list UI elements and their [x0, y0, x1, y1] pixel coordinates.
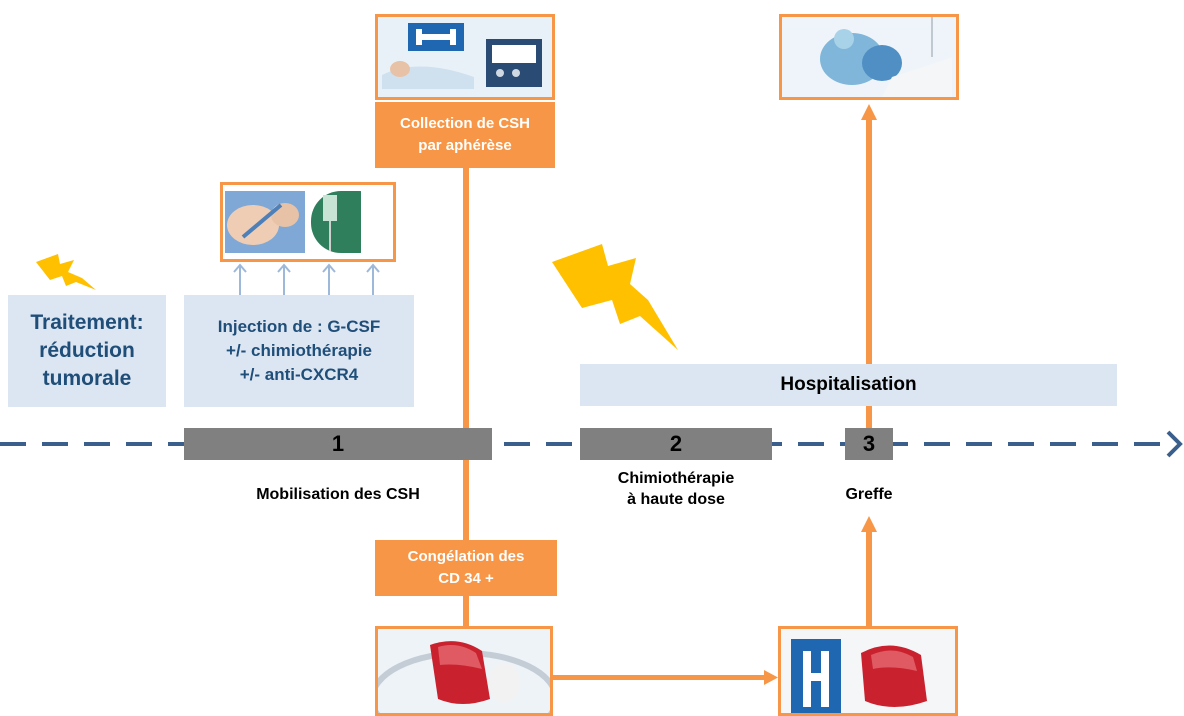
freezing-to-bag-line [463, 596, 469, 626]
freezing-line1: Congélation des [407, 548, 525, 565]
transplant-patient-icon [782, 17, 956, 97]
freezing-box: Congélation des CD 34 + [375, 540, 557, 596]
step-1-number: 1 [331, 431, 345, 456]
step-3-caption-line1: Greffe [845, 486, 893, 503]
injection-line1: Injection de : G-CSF [217, 317, 381, 336]
bag-picture [375, 626, 553, 716]
hospitalisation-label: Hospitalisation [780, 374, 917, 395]
step-2-caption-line1: Chimiothérapie [617, 470, 735, 487]
treatment-title-line1: Traitement: [30, 311, 144, 334]
syringe-and-drip-icon [225, 191, 389, 253]
freezing-line2: CD 34 + [438, 570, 494, 587]
treatment-title-line2: réduction [39, 339, 135, 362]
collection-line1: Collection de CSH [399, 115, 530, 132]
reinjection-line [866, 530, 872, 626]
injection-line3: +/- anti-CXCR4 [239, 365, 359, 384]
hospital-bag-picture [778, 626, 958, 716]
collection-line2: par aphérèse [418, 137, 512, 154]
transplant-line [866, 118, 872, 428]
reinjection-arrowhead [861, 516, 877, 532]
step-2-caption-line2: à haute dose [627, 491, 725, 508]
transplant-arrowhead [861, 104, 877, 120]
injection-box: Injection de : G-CSF +/- chimiothérapie … [184, 295, 414, 407]
step-1-caption-line1: Mobilisation des CSH [256, 486, 420, 503]
apheresis-machine-icon [378, 17, 552, 97]
step-2-caption: Chimiothérapie à haute dose [580, 468, 772, 510]
treatment-box: Traitement: réduction tumorale [8, 295, 166, 407]
step-3-bar: 3 [845, 428, 893, 460]
injection-picture [220, 182, 396, 262]
collection-box: Collection de CSH par aphérèse [375, 102, 555, 168]
step-2-bar: 2 [580, 428, 772, 460]
timeline-arrowhead [1166, 430, 1183, 458]
step-3-caption: Greffe [820, 484, 918, 505]
injection-up-arrows [233, 263, 380, 296]
small-lightning-icon [36, 254, 96, 290]
step-3-number: 3 [862, 431, 876, 456]
hospital-blood-bag-icon [781, 629, 955, 713]
step-2-number: 2 [669, 431, 683, 456]
treatment-title-line3: tumorale [42, 367, 132, 390]
step-1-caption: Mobilisation des CSH [184, 484, 492, 505]
bag-transfer-line [552, 675, 766, 680]
injection-line2: +/- chimiothérapie [226, 341, 372, 360]
bag-transfer-arrowhead [764, 670, 778, 685]
large-lightning-icon [552, 244, 678, 350]
hospitalisation-bar: Hospitalisation [580, 364, 1117, 406]
apheresis-picture [375, 14, 555, 100]
collection-to-freezing-line [463, 168, 469, 540]
stem-cell-bag-icon [378, 629, 550, 713]
transplant-picture [779, 14, 959, 100]
step-1-bar: 1 [184, 428, 492, 460]
